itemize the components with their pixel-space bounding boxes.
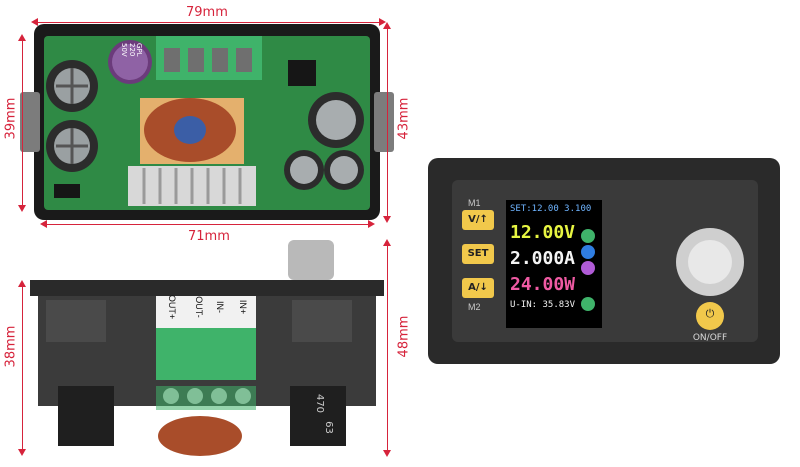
front-drawing [428, 158, 780, 364]
clip-left [20, 92, 40, 152]
side-view: IN+ IN- OUT- OUT+ 470 63 [0, 240, 400, 463]
dim-line-38mm [22, 283, 23, 453]
dim-line-79mm [35, 22, 380, 23]
lcd-power: 24.00W [510, 274, 576, 295]
front-device: M1 M2 V/↑ SET A/↓ SET:12.00 3.100 12.00V… [410, 140, 800, 380]
label-in-plus: IN+ [238, 299, 249, 315]
dim-71mm: 71mm [188, 229, 230, 244]
btn-v [462, 210, 494, 230]
lcd-current: 2.000A [510, 248, 576, 269]
capacitor-side-right [290, 386, 346, 446]
side-view-drawing [30, 240, 384, 456]
lcd-input: U-IN: 35.83V [510, 300, 576, 310]
power-icon: ⏻ [705, 307, 715, 320]
terminal-label-plate [156, 296, 256, 328]
label-in-minus: IN- [215, 301, 225, 313]
capacitor-side-text: 470 [314, 393, 326, 414]
top-view-drawing [20, 24, 394, 220]
dim-38mm: 38mm [3, 325, 19, 368]
button-a-down[interactable]: A/↓ [468, 282, 488, 293]
mode-m2: M2 [468, 302, 481, 312]
lcd-voltage: 12.00V [510, 222, 576, 243]
terminal-block-side [156, 328, 256, 380]
front-bezel [30, 280, 384, 296]
mode-m1: M1 [468, 198, 481, 208]
dim-48mm: 48mm [396, 315, 412, 358]
dim-line-43mm [387, 26, 388, 220]
dim-line-71mm [44, 224, 370, 225]
dim-line-39mm [22, 38, 23, 208]
capacitor-side-text2: 63 [322, 421, 334, 434]
power-label: ON/OFF [692, 333, 728, 343]
btn-set [462, 244, 494, 264]
inductor-side [158, 416, 242, 456]
button-set[interactable]: SET [467, 248, 489, 259]
btn-a [462, 278, 494, 298]
lcd-set-line: SET:12.00 3.100 [510, 204, 592, 214]
dim-79mm: 79mm [186, 5, 228, 20]
dim-43mm: 43mm [396, 97, 412, 140]
cap-label: GPL 220 50V [120, 43, 144, 57]
button-v-up[interactable]: V/↑ [468, 214, 488, 225]
dim-line-48mm [387, 242, 388, 454]
knob-shaft [288, 240, 334, 280]
label-out-plus: OUT+ [167, 294, 178, 320]
power-button [696, 302, 724, 330]
clip-right [374, 92, 394, 152]
top-view: GPL 220 50V [0, 0, 400, 240]
label-out-minus: OUT- [193, 296, 204, 318]
capacitor-side-left [58, 386, 114, 446]
dim-39mm: 39mm [3, 97, 19, 140]
